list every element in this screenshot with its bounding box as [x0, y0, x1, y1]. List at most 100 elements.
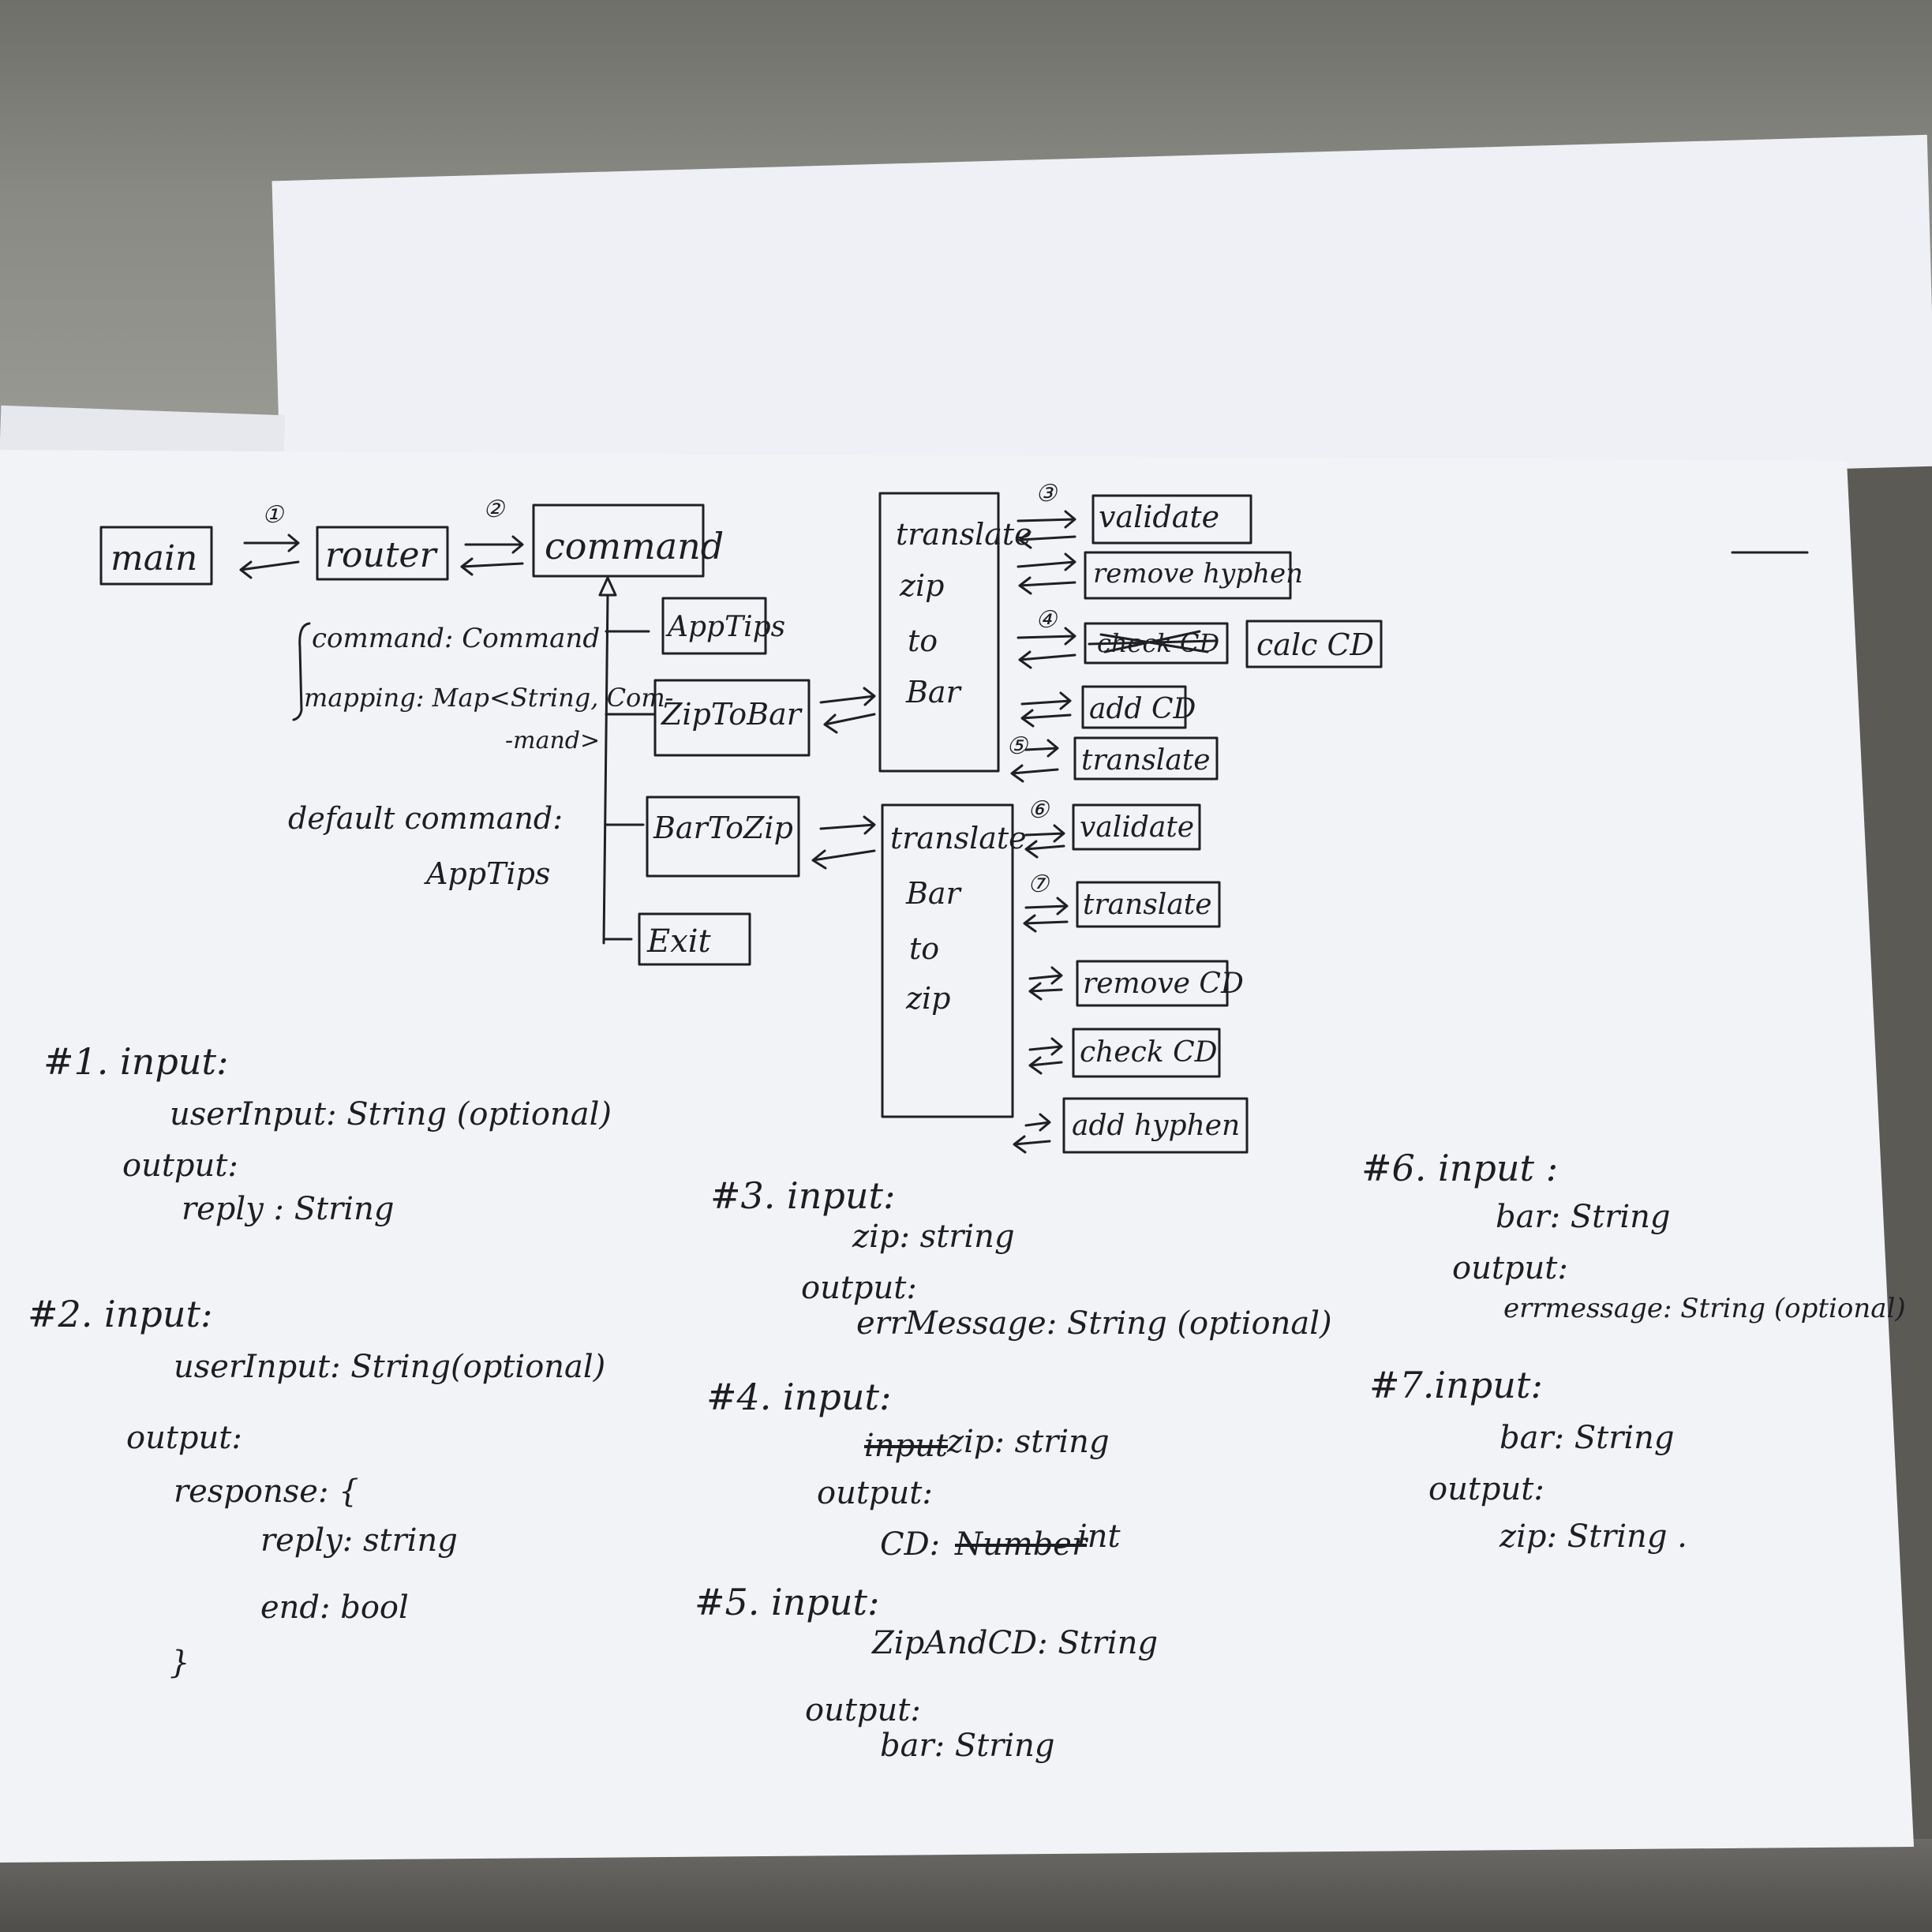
- bar-to-zip-line-2: Bar: [905, 876, 963, 911]
- note-5-output-value: bar: String: [880, 1728, 1055, 1764]
- note-4-input-value: zip: string: [947, 1424, 1110, 1460]
- check-cd-struck-box: [1084, 622, 1229, 665]
- add-cd-step-label: add CD: [1089, 693, 1196, 725]
- remove-hyphen-step-box: [1084, 551, 1292, 600]
- note-2-response-open: response: {: [174, 1473, 359, 1510]
- router-to-main-arrow: [239, 560, 300, 579]
- add-hyphen-step-label: add hyphen: [1072, 1110, 1240, 1142]
- bz-translate-step-label: translate: [1083, 889, 1212, 921]
- default-command-label: default command:: [288, 801, 563, 836]
- exit-label: Exit: [646, 923, 712, 960]
- validate-step-box: [1091, 494, 1252, 545]
- step-6-marker: ⑥: [1028, 796, 1050, 824]
- note-4-output-int: int: [1077, 1518, 1121, 1555]
- note-4-input-label: #4. input:: [706, 1376, 892, 1418]
- validate-step-label: validate: [1099, 500, 1219, 534]
- add-hyphen-step-box: [1062, 1097, 1249, 1154]
- step-4-marker: ④: [1035, 606, 1058, 634]
- ziptobar-to-translate-arrow: [819, 687, 876, 706]
- remove-hyphen-return-arrow: [1018, 576, 1076, 595]
- exit-box: [638, 912, 751, 966]
- apptips-box: [661, 597, 767, 655]
- calc-cd-step-label: calc CD: [1256, 627, 1374, 662]
- bz-validate-step-label: validate: [1080, 811, 1194, 844]
- bz-check-cd-step-label: check CD: [1080, 1036, 1218, 1069]
- router-fields-brace: [292, 622, 311, 721]
- note-5-output-label: output:: [805, 1692, 921, 1728]
- bz-translate-return-arrow: [1023, 914, 1069, 933]
- translate-call-arrow: [1024, 739, 1059, 758]
- zip-to-bar-line-3: to: [908, 623, 938, 658]
- note-6-input-label: #6. input :: [1361, 1147, 1559, 1189]
- router-field-command: command: Command: [312, 623, 600, 654]
- remove-cd-step-label: remove CD: [1083, 968, 1244, 1000]
- translate-return-arrow: [1010, 764, 1059, 783]
- ziptobar-label: ZipToBar: [661, 697, 803, 732]
- remove-cd-call-arrow: [1028, 966, 1063, 985]
- bz-check-cd-step-box: [1072, 1028, 1221, 1078]
- bartozip-to-translate-arrow: [819, 815, 876, 835]
- note-4-output-cd: CD:: [880, 1526, 941, 1563]
- note-5-input-label: #5. input:: [695, 1581, 880, 1623]
- note-3-output-label: output:: [801, 1270, 917, 1306]
- router-to-command-arrow: [464, 535, 524, 554]
- main-label: main: [110, 538, 197, 578]
- note-3-input-value: zip: string: [852, 1219, 1015, 1255]
- ziptobar-box: [653, 679, 811, 757]
- check-cd-return-arrow-2: [1028, 1056, 1063, 1075]
- zip-to-bar-line-4: Bar: [905, 675, 963, 710]
- step-1-marker: ①: [262, 501, 285, 529]
- main-box: [99, 526, 213, 586]
- main-to-router-arrow: [243, 534, 300, 552]
- step-5-marker: ⑤: [1006, 732, 1029, 760]
- bz-validate-step-box: [1072, 803, 1201, 851]
- note-1-input-label: #1. input:: [43, 1040, 229, 1083]
- inheritance-trunk: [602, 593, 609, 945]
- router-field-mapping-cont: -mand>: [505, 727, 600, 754]
- note-2-input-label: #2. input:: [28, 1293, 213, 1335]
- command-to-router-arrow: [460, 557, 524, 576]
- remove-cd-step-box: [1076, 960, 1229, 1007]
- note-4-struck-number: Number: [955, 1526, 1088, 1563]
- translate-zip-to-bar-box: [878, 492, 1000, 773]
- bz-translate-call-arrow: [1024, 897, 1069, 915]
- remove-cd-return-arrow: [1028, 982, 1063, 1001]
- note-5-input-value: ZipAndCD: String: [872, 1625, 1159, 1661]
- inheritance-triangle: [598, 576, 617, 597]
- add-cd-return-arrow: [1020, 709, 1072, 728]
- note-3-output-value: errMessage: String (optional): [856, 1305, 1332, 1342]
- note-7-output-value: zip: String .: [1500, 1518, 1687, 1555]
- translate-step-label: translate: [1081, 744, 1211, 777]
- calc-cd-step-box: [1245, 620, 1383, 668]
- step-2-marker: ②: [483, 496, 506, 523]
- note-1-output-label: output:: [122, 1148, 238, 1184]
- bar-to-zip-line-4: zip: [905, 981, 951, 1016]
- note-7-input-label: #7.input:: [1369, 1364, 1543, 1406]
- bz-validate-call-arrow: [1024, 824, 1065, 843]
- note-1-input-value: userInput: String (optional): [170, 1096, 612, 1133]
- note-4-struck-input: input: [864, 1428, 948, 1464]
- translate-to-bartozip-arrow: [811, 849, 876, 870]
- step-3-marker: ③: [1035, 480, 1058, 507]
- bar-to-zip-line-1: translate: [890, 821, 1027, 856]
- paper-sheet: [0, 450, 1914, 1863]
- add-hyphen-return-arrow: [1013, 1135, 1051, 1154]
- add-cd-step-box: [1081, 685, 1187, 729]
- default-command-value: AppTips: [424, 856, 550, 891]
- check-cd-call-arrow: [1017, 627, 1076, 646]
- step-7-marker: ⑦: [1028, 871, 1050, 898]
- bz-validate-return-arrow: [1024, 840, 1065, 859]
- check-cd-scribble: [1088, 630, 1217, 653]
- router-field-mapping: mapping: Map<String, Com-: [304, 683, 673, 713]
- command-label: command: [545, 525, 724, 567]
- router-label: router: [325, 535, 439, 575]
- apptips-label: AppTips: [665, 611, 785, 643]
- note-1-output-value: reply : String: [182, 1191, 395, 1227]
- zip-to-bar-line-1: translate: [896, 517, 1032, 552]
- note-2-input-value: userInput: String(optional): [174, 1349, 606, 1385]
- note-2-response-close: }: [170, 1645, 190, 1681]
- note-7-input-value: bar: String: [1500, 1420, 1675, 1456]
- validate-return-arrow: [1018, 530, 1076, 549]
- note-6-output-label: output:: [1452, 1250, 1568, 1286]
